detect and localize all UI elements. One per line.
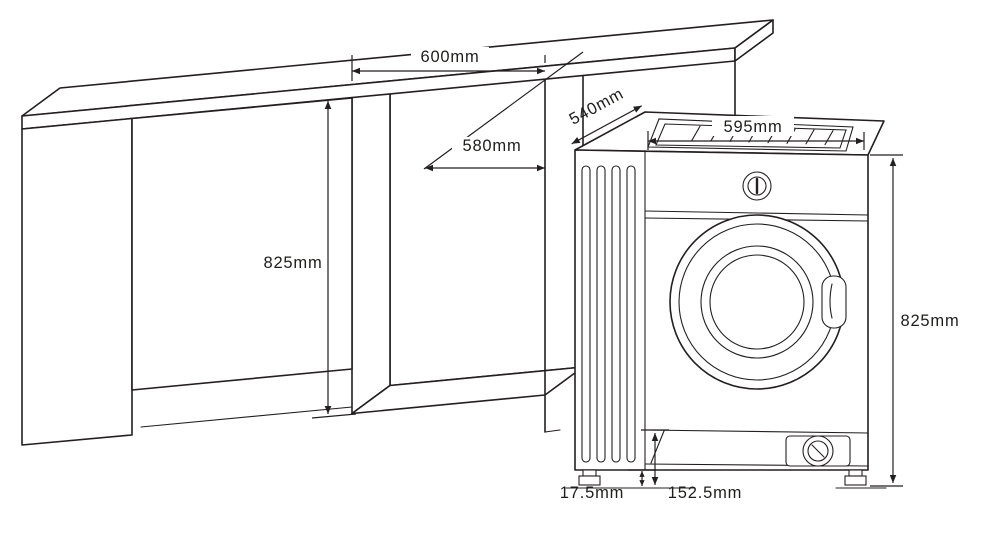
washer-lid-inner (655, 123, 847, 149)
counter-end-face (734, 19, 774, 62)
washer-door-drum (709, 254, 805, 350)
washer-drawing (565, 111, 887, 489)
right-foot (844, 469, 867, 486)
washer-dimensions: 540mm 595mm 825mm 17.5mm 152.5mm (560, 85, 959, 502)
niche-depth-label: 580mm (462, 137, 521, 155)
filter-cap-inner (807, 440, 829, 462)
vent-slot (596, 165, 606, 463)
washer-door-glass (700, 245, 814, 359)
machine-depth-arrow (571, 105, 642, 145)
panel-bottom-line (644, 210, 869, 216)
niche-back-wall (389, 51, 584, 387)
kick-top-line (644, 429, 869, 434)
vent-slot (611, 165, 621, 463)
feet-height-label: 17.5mm (560, 484, 624, 502)
cabinet-end-panel (21, 117, 133, 446)
vent-slot (626, 165, 636, 463)
cabinet-front-panel (131, 97, 353, 391)
niche-width-label: 600mm (420, 48, 479, 66)
niche-right-floor-tick (544, 429, 561, 433)
filter-cap-slot (811, 444, 825, 458)
plinth-height-label: 152.5mm (668, 484, 742, 502)
cabinet-dimensions: 600mm 580mm 825mm (263, 47, 584, 419)
niche-depth-ext-diagonal (423, 51, 584, 170)
machine-height-label: 825mm (900, 312, 959, 330)
door-handle (821, 275, 847, 329)
program-knob-inner (747, 176, 767, 196)
left-foot (578, 469, 601, 486)
niche-height-floor-tick (311, 413, 357, 419)
door-handle-groove (829, 283, 833, 319)
washer-door-outer (669, 214, 845, 390)
machine-width-label: 595mm (723, 118, 782, 136)
niche-left-wall (351, 69, 391, 415)
cabinet-plinth-line (140, 406, 353, 428)
niche-height-label: 825mm (263, 254, 322, 272)
vent-slot (581, 165, 591, 463)
